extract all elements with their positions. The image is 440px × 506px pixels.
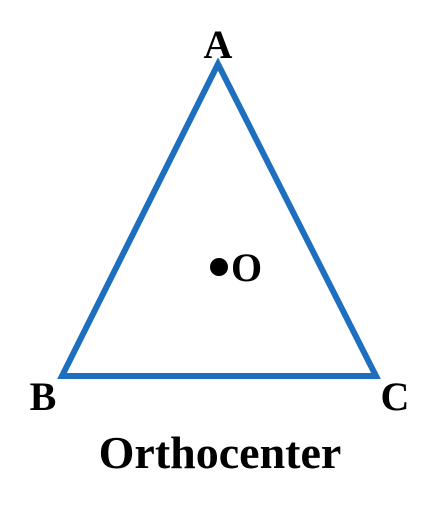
triangle-abc xyxy=(57,57,381,379)
vertex-label-c: C xyxy=(381,374,410,419)
orthocenter-point xyxy=(210,258,228,276)
vertex-label-b: B xyxy=(30,374,57,419)
orthocenter-label: O xyxy=(231,245,262,290)
diagram-caption: Orthocenter xyxy=(99,427,342,478)
vertex-label-a: A xyxy=(204,22,233,67)
